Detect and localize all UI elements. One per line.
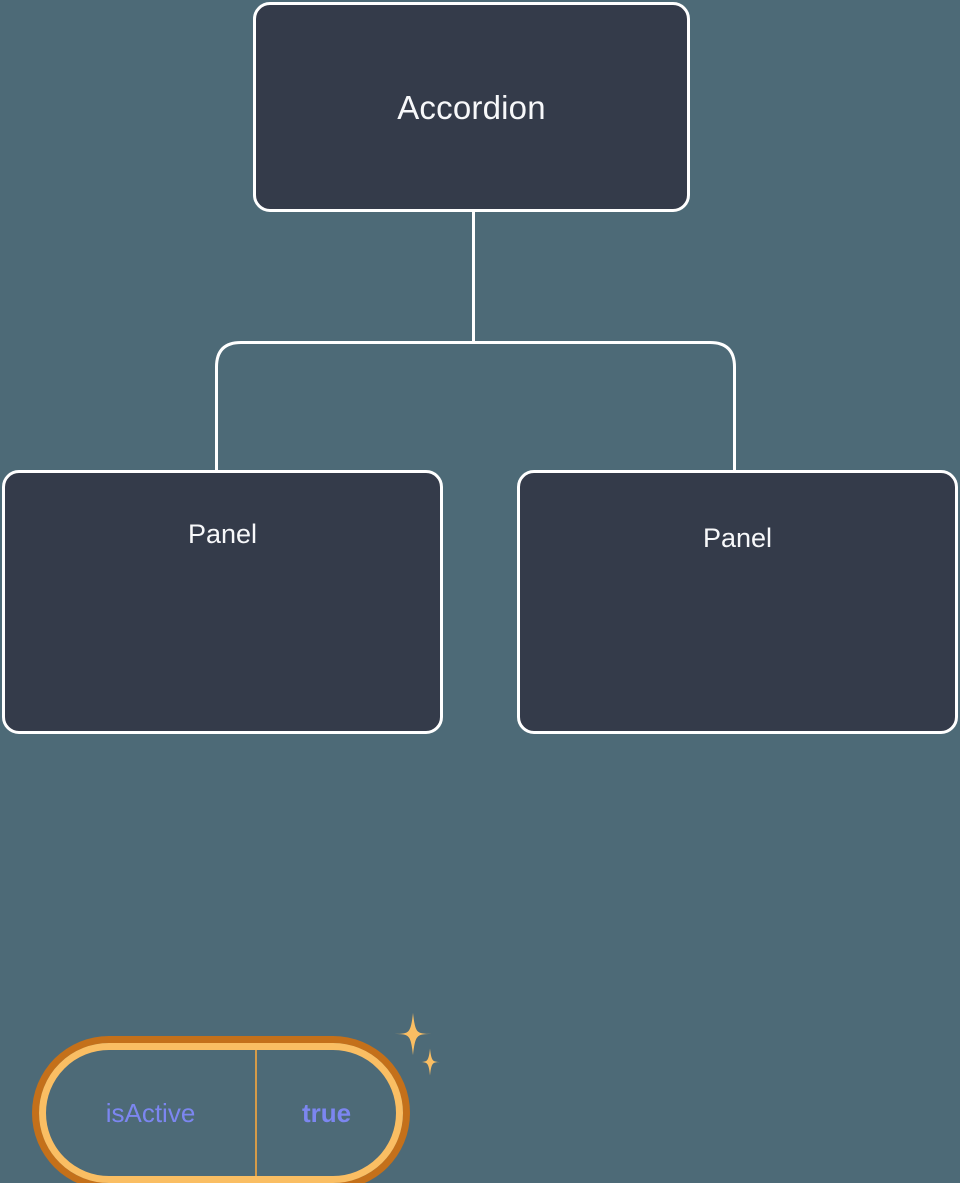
connector-edge-right (473, 341, 736, 471)
prop-key: isActive (105, 1098, 196, 1128)
prop-value: true (255, 1050, 396, 1176)
prop-pill-is-active-true[interactable]: isActive true (39, 1043, 403, 1183)
connector-edge-left (215, 341, 474, 471)
tree-node-panel-active[interactable]: Panel isActive true (2, 470, 444, 1183)
node-label: Accordion (397, 88, 546, 126)
tree-node-accordion[interactable]: Accordion (253, 2, 690, 212)
sparkle-icon-small (416, 1048, 444, 1076)
tree-node-panel-inactive[interactable]: Panel isActive false (517, 470, 958, 734)
sparkle-icon-large (391, 1012, 435, 1056)
node-label: Panel (187, 519, 258, 549)
node-label: Panel (702, 523, 773, 553)
